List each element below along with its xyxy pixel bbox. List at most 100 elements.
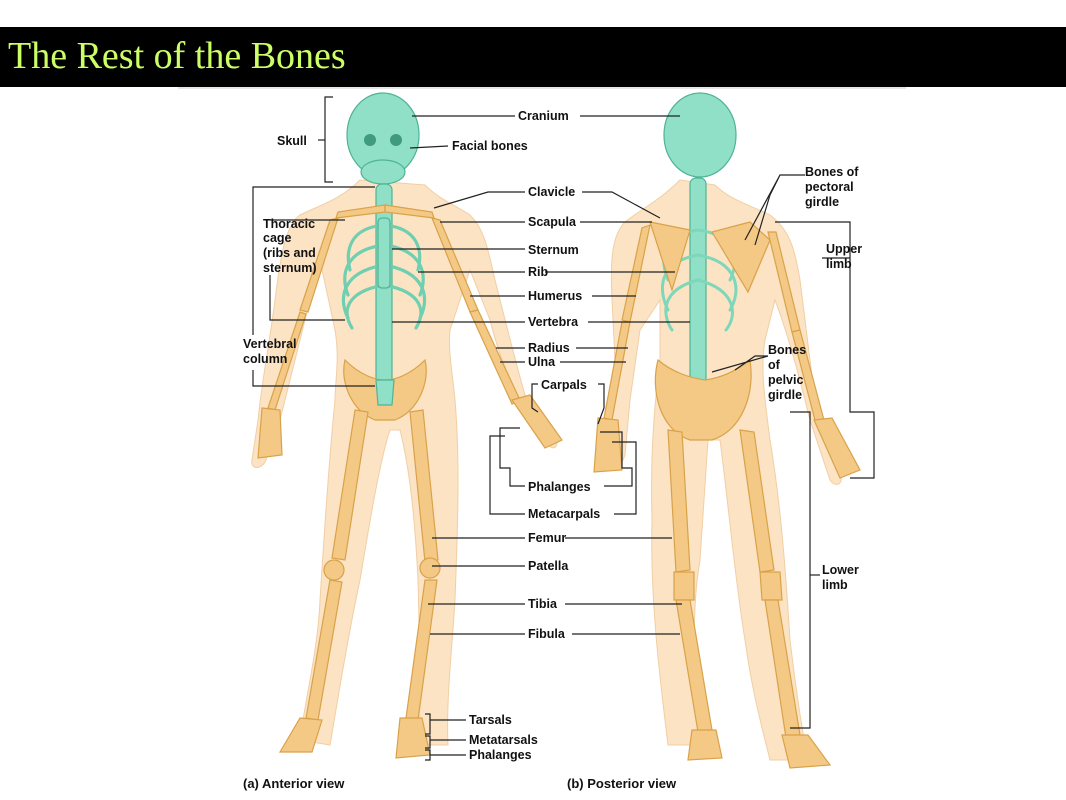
label-pelvic-2: of: [768, 358, 781, 372]
carpals-leader-right: [597, 383, 605, 425]
caption-anterior-view: (a) Anterior view: [243, 776, 345, 791]
label-scapula: Scapula: [528, 215, 577, 229]
anterior-sacrum: [375, 379, 395, 406]
center-labels: Cranium Facial bones Clavicle Scapula St…: [452, 109, 600, 762]
anterior-patella-left: [323, 559, 345, 581]
label-thoracic-3: (ribs and: [263, 246, 316, 260]
label-pelvic-1: Bones: [768, 343, 806, 357]
phalanges-foot-bracket: [425, 749, 466, 761]
posterior-skull: [663, 92, 737, 178]
label-tarsals: Tarsals: [469, 713, 512, 727]
label-pectoral-2: pectoral: [805, 180, 854, 194]
phalanges-hand-bracket-left: [499, 427, 525, 487]
anterior-mandible: [360, 159, 406, 185]
posterior-foot-right: [781, 734, 832, 769]
anterior-figure: [251, 92, 563, 759]
left-labels: Skull Thoracic cage (ribs and sternum) V…: [243, 134, 316, 366]
anterior-femur-right: [409, 409, 439, 563]
anterior-foot-left: [278, 717, 323, 753]
anterior-hand-left: [257, 407, 283, 459]
label-thoracic-1: Thoracic: [263, 217, 315, 231]
leader-lines: [252, 96, 875, 761]
right-labels: Bones of pectoral girdle Upper limb Bone…: [768, 165, 862, 592]
posterior-femur-right: [739, 429, 775, 573]
label-pelvic-4: girdle: [768, 388, 802, 402]
posterior-rib: [664, 278, 700, 332]
lower-limb-bracket: [790, 411, 811, 729]
label-tibia: Tibia: [528, 597, 558, 611]
metacarpals-bracket-right: [612, 441, 637, 515]
label-pectoral-3: girdle: [805, 195, 839, 209]
label-ulna: Ulna: [528, 355, 556, 369]
label-pectoral-1: Bones of: [805, 165, 859, 179]
posterior-humerus-left: [621, 224, 651, 323]
label-femur: Femur: [528, 531, 566, 545]
posterior-hand-left: [593, 417, 623, 473]
facial-bones-leader: [409, 145, 449, 149]
vertebral-bracket: [252, 186, 375, 387]
anterior-orbit-right: [390, 134, 402, 146]
anterior-sternum: [377, 217, 391, 289]
posterior-hand-right: [813, 417, 861, 479]
clavicle-leader-right: [582, 191, 661, 219]
label-thoracic-2: cage: [263, 231, 292, 245]
label-phalanges-foot: Phalanges: [469, 748, 532, 762]
posterior-foot-left: [687, 729, 723, 761]
metatarsals-bracket: [425, 735, 466, 749]
anterior-rib: [382, 283, 423, 330]
phalanges-hand-bracket-right: [600, 431, 633, 487]
label-upper-2: limb: [826, 257, 852, 271]
posterior-knee-right: [759, 571, 783, 601]
pelvic-girdle-leaders: [711, 355, 769, 373]
slide-title: The Rest of the Bones: [8, 35, 346, 77]
anterior-patella-right: [419, 557, 441, 579]
thoracic-bracket: [269, 219, 345, 321]
anterior-femur-left: [331, 409, 369, 561]
upper-limb-bracket: [775, 221, 875, 479]
label-rib: Rib: [528, 265, 549, 279]
label-radius: Radius: [528, 341, 570, 355]
metacarpals-bracket-left: [489, 435, 525, 515]
caption-posterior-view: (b) Posterior view: [567, 776, 677, 791]
label-thoracic-4: sternum): [263, 261, 316, 275]
posterior-scapula-right: [711, 221, 771, 294]
skull-bracket: [324, 96, 333, 183]
label-vertebral-1: Vertebral: [243, 337, 297, 351]
posterior-knee-left: [673, 571, 695, 601]
label-cranium: Cranium: [518, 109, 569, 123]
label-vertebral-2: column: [243, 352, 287, 366]
label-facial-bones: Facial bones: [452, 139, 528, 153]
anterior-hand-right: [511, 394, 563, 449]
captions: (a) Anterior view (b) Posterior view: [243, 776, 677, 791]
anterior-rib: [345, 283, 386, 330]
carpals-leader-left: [531, 383, 539, 413]
clavicle-leader-left: [433, 191, 525, 209]
anterior-humerus-left: [299, 217, 339, 313]
label-metatarsals: Metatarsals: [469, 733, 538, 747]
posterior-rib: [696, 253, 738, 312]
label-carpals: Carpals: [541, 378, 587, 392]
label-pelvic-3: pelvic: [768, 373, 803, 387]
label-lower-2: limb: [822, 578, 848, 592]
label-sternum: Sternum: [528, 243, 579, 257]
posterior-scapula-left: [649, 221, 691, 293]
posterior-rib: [696, 278, 734, 332]
label-humerus: Humerus: [528, 289, 582, 303]
title-bar: [0, 27, 1066, 87]
label-skull: Skull: [277, 134, 307, 148]
label-upper-1: Upper: [826, 242, 862, 256]
posterior-femur-left: [667, 429, 691, 573]
anterior-vertebral-column: [375, 183, 393, 395]
label-fibula: Fibula: [528, 627, 566, 641]
label-lower-1: Lower: [822, 563, 859, 577]
label-patella: Patella: [528, 559, 569, 573]
pectoral-girdle-leaders: [744, 174, 805, 246]
label-clavicle: Clavicle: [528, 185, 575, 199]
label-vertebra: Vertebra: [528, 315, 579, 329]
label-metacarpals: Metacarpals: [528, 507, 600, 521]
tarsals-bracket: [425, 713, 466, 735]
label-phalanges-hand: Phalanges: [528, 480, 591, 494]
anterior-orbit-left: [364, 134, 376, 146]
posterior-pelvis: [654, 358, 752, 441]
